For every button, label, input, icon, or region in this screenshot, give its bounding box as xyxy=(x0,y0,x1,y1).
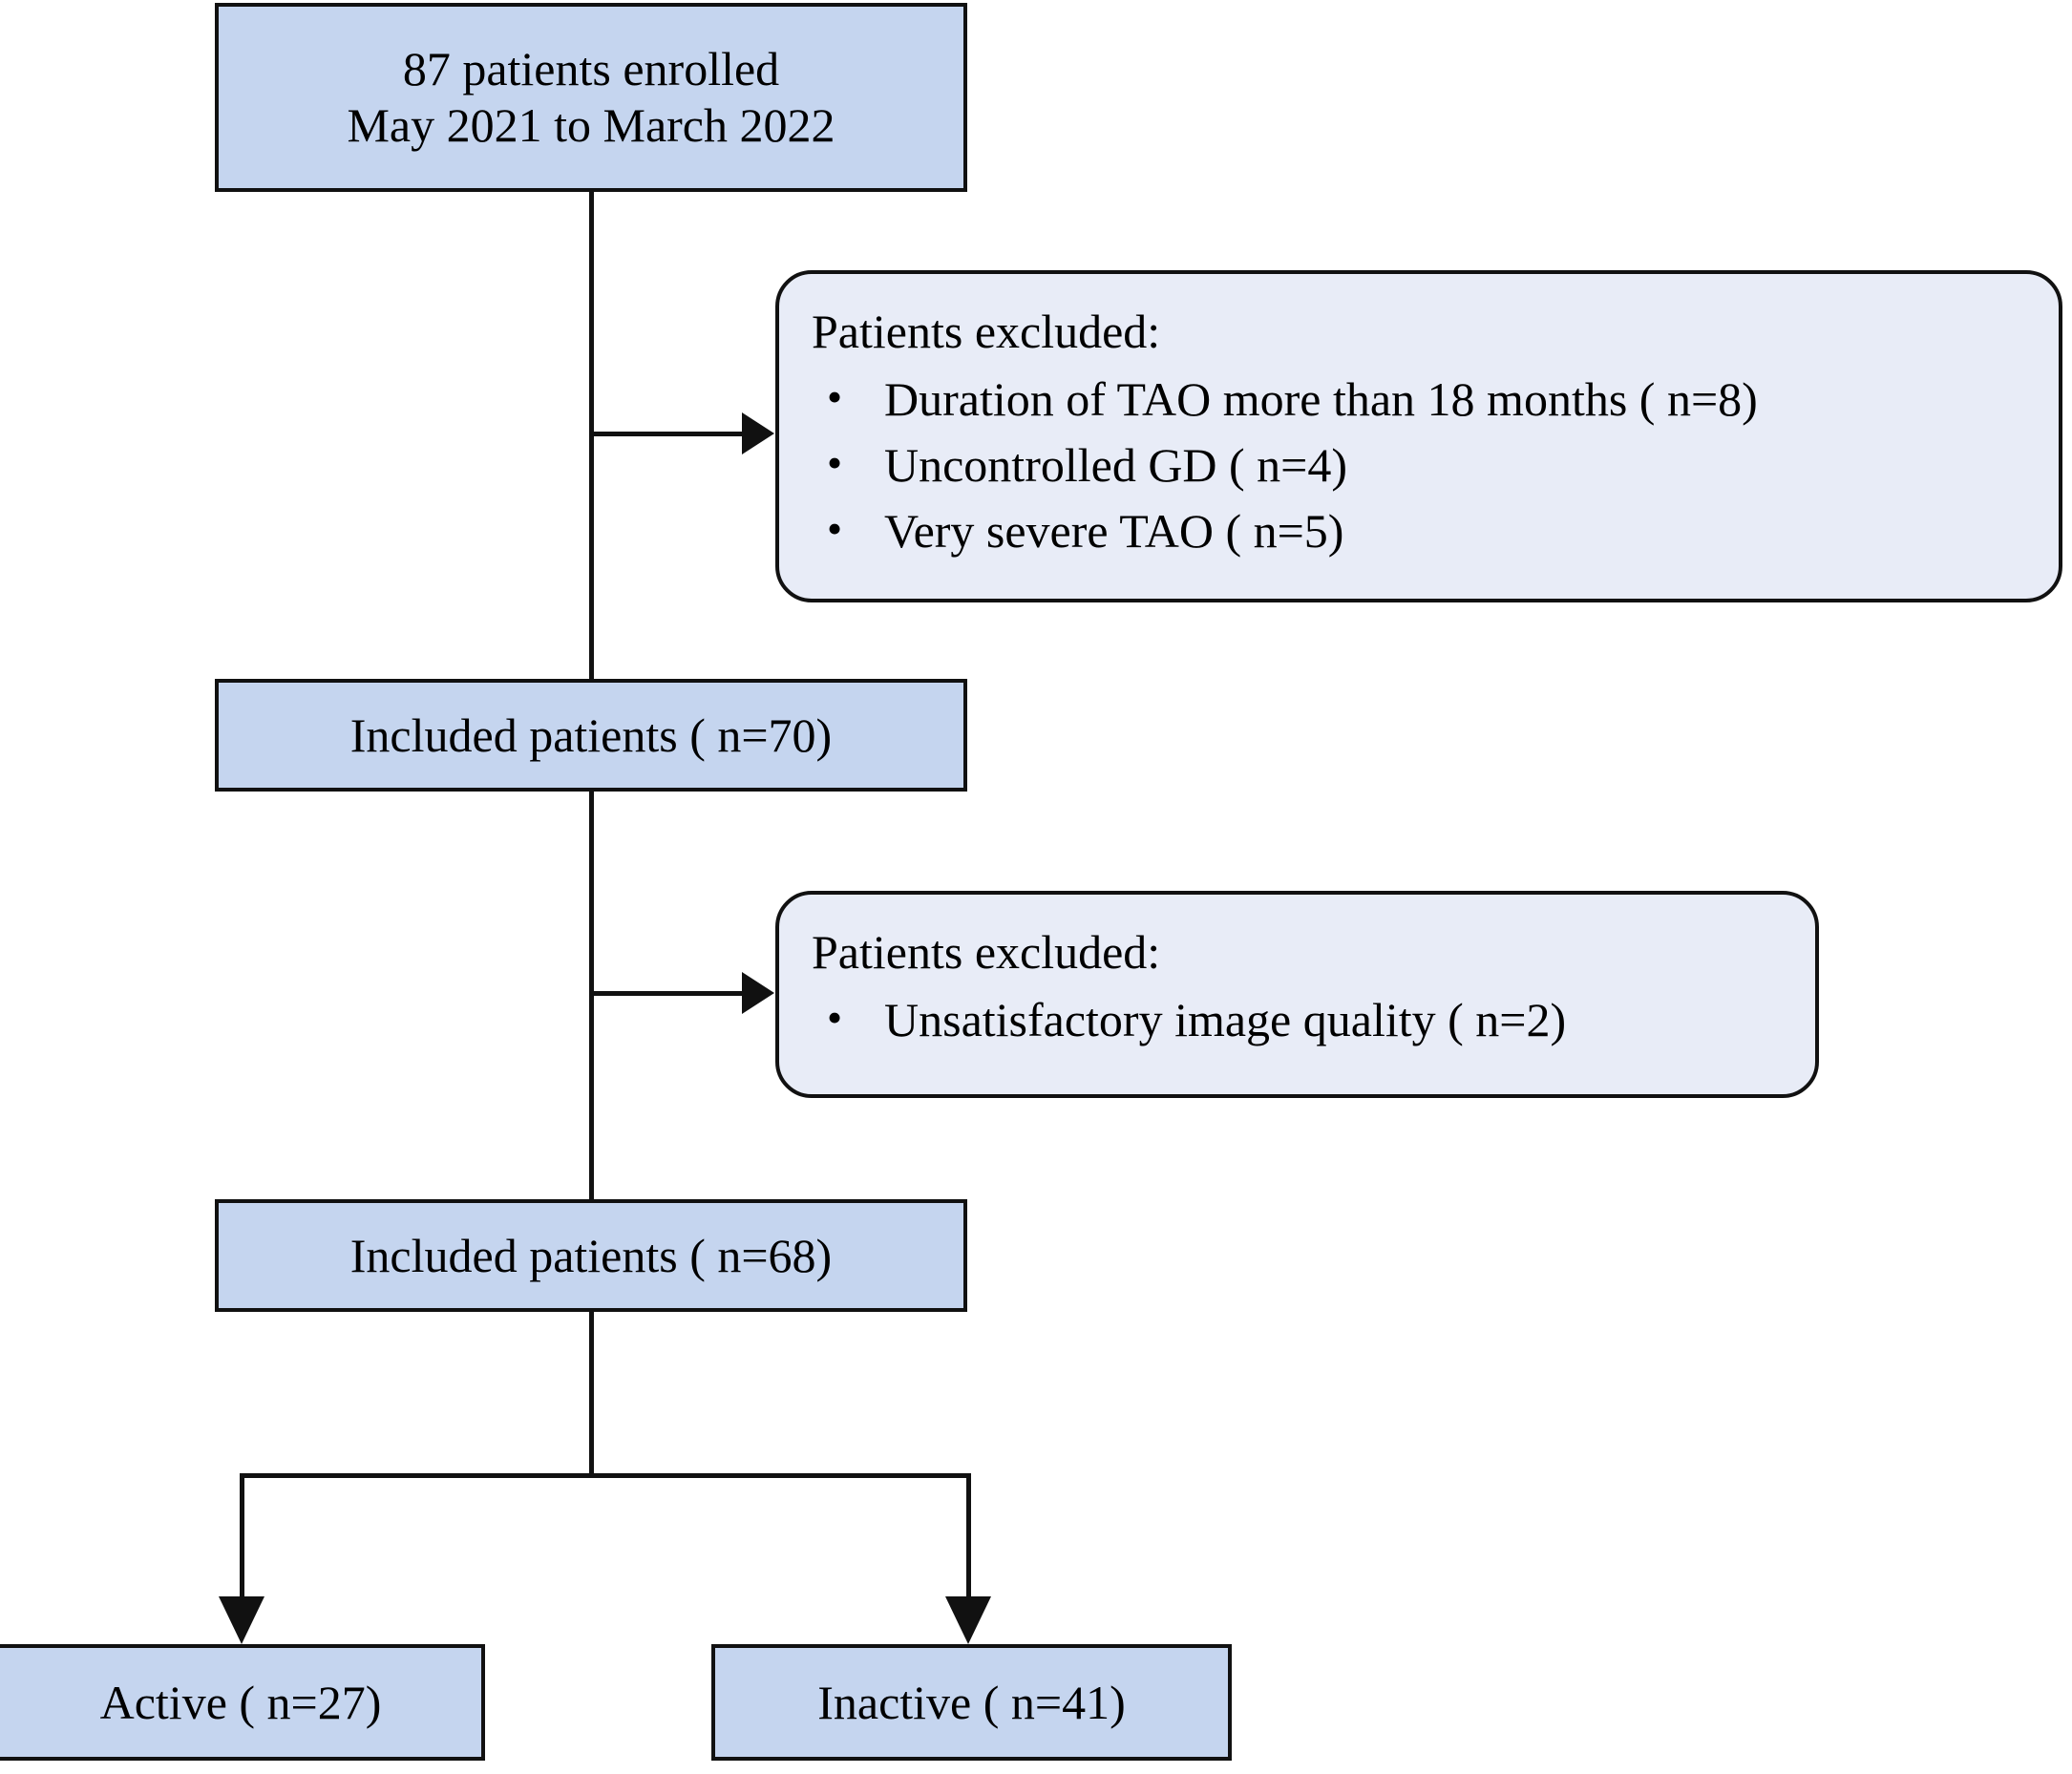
node-active: Active ( n=27) xyxy=(0,1644,485,1761)
node-active-label: Active ( n=27) xyxy=(99,1675,382,1729)
node-excluded-1: Patients excluded: • Duration of TAO mor… xyxy=(775,270,2062,602)
connector-branch-excluded2 xyxy=(589,991,742,996)
arrowhead-excluded1 xyxy=(742,412,774,454)
list-item-label: Uncontrolled GD ( n=4) xyxy=(884,438,1348,492)
node-included-68: Included patients ( n=68) xyxy=(215,1199,967,1312)
list-item-label: Very severe TAO ( n=5) xyxy=(884,504,1344,558)
bullet-icon: • xyxy=(827,993,843,1042)
connector-leg-inactive xyxy=(966,1473,971,1599)
list-item: • Uncontrolled GD ( n=4) xyxy=(812,434,2026,496)
node-included-68-label: Included patients ( n=68) xyxy=(349,1228,833,1282)
node-enrolled: 87 patients enrolled May 2021 to March 2… xyxy=(215,3,967,192)
node-included-70-label: Included patients ( n=70) xyxy=(349,707,833,762)
list-item: • Unsatisfactory image quality ( n=2) xyxy=(812,989,1783,1051)
connector-branch-excluded1 xyxy=(589,432,742,436)
list-item: • Duration of TAO more than 18 months ( … xyxy=(812,369,2026,431)
arrowhead-active xyxy=(219,1596,264,1644)
node-excluded-2: Patients excluded: • Unsatisfactory imag… xyxy=(775,891,1819,1098)
list-item-label: Unsatisfactory image quality ( n=2) xyxy=(884,993,1567,1046)
excluded-2-list: • Unsatisfactory image quality ( n=2) xyxy=(812,989,1783,1051)
connector-leg-active xyxy=(240,1473,244,1599)
excluded-1-title: Patients excluded: xyxy=(812,305,1161,358)
list-item-label: Duration of TAO more than 18 months ( n=… xyxy=(884,372,1758,426)
node-inactive-label: Inactive ( n=41) xyxy=(817,1675,1126,1729)
arrowhead-inactive xyxy=(945,1596,991,1644)
node-enrolled-line1: 87 patients enrolled xyxy=(402,42,780,95)
connector-split-bar xyxy=(240,1473,971,1478)
connector-included68-trunk xyxy=(589,1312,594,1476)
node-included-70: Included patients ( n=70) xyxy=(215,679,967,792)
list-item: • Very severe TAO ( n=5) xyxy=(812,500,2026,562)
excluded-2-title: Patients excluded: xyxy=(812,925,1161,979)
node-inactive: Inactive ( n=41) xyxy=(711,1644,1232,1761)
excluded-1-list: • Duration of TAO more than 18 months ( … xyxy=(812,369,2026,562)
bullet-icon: • xyxy=(827,438,843,487)
bullet-icon: • xyxy=(827,504,843,553)
arrowhead-excluded2 xyxy=(742,972,774,1014)
node-enrolled-line2: May 2021 to March 2022 xyxy=(347,98,835,152)
bullet-icon: • xyxy=(827,372,843,421)
connector-included70-to-included68 xyxy=(589,792,594,1212)
